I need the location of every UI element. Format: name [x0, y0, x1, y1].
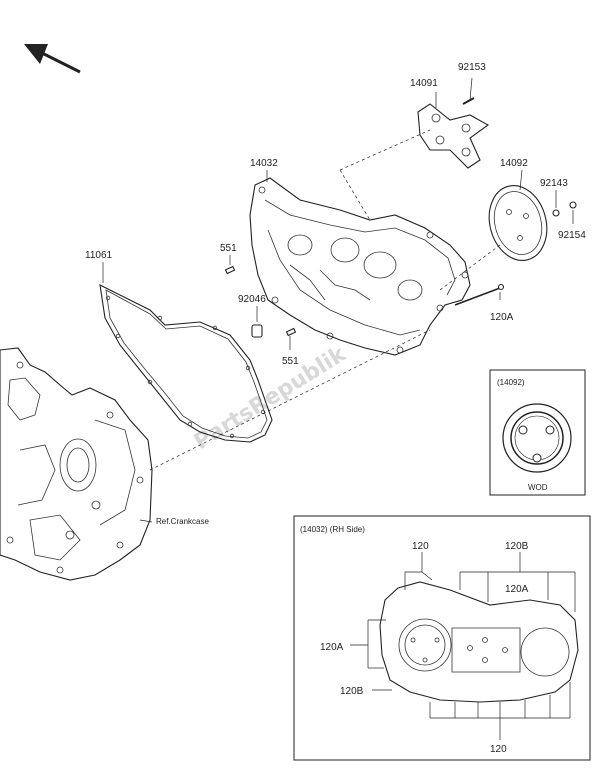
bracket-drawing	[417, 103, 490, 169]
label-120A-main: 120A	[490, 312, 514, 323]
label-92046: 92046	[238, 294, 266, 305]
label-92153: 92153	[458, 62, 486, 73]
watermark: PartsRepublik	[190, 341, 352, 455]
label-ref-crankcase: Ref.Crankcase	[156, 517, 209, 526]
rh-label-120A-left: 120A	[320, 642, 344, 653]
label-551-lower: 551	[282, 356, 299, 367]
label-14032: 14032	[250, 158, 278, 169]
part-labels: 92153 14091 14032 14092 92143 92154 551 …	[85, 62, 586, 526]
leader-lines	[102, 77, 574, 523]
inset-wod-caption: WOD	[528, 483, 548, 492]
small-parts	[224, 97, 577, 338]
cover-drawing	[249, 177, 471, 356]
rh-label-120-bottom: 120	[490, 744, 507, 755]
inset-rh-side: (14032) (RH Side)	[293, 515, 591, 761]
rh-label-120-top: 120	[412, 541, 429, 552]
label-551-upper: 551	[220, 243, 237, 254]
rh-label-120B-top: 120B	[505, 541, 529, 552]
rh-label-120B-left: 120B	[340, 686, 364, 697]
rh-leader-lines	[350, 552, 576, 740]
cap-drawing	[488, 185, 548, 261]
inset-rh-title: (14032) (RH Side)	[300, 525, 365, 534]
rh-label-120A-mid: 120A	[505, 584, 529, 595]
rh-cover-drawing	[379, 581, 579, 703]
label-92143: 92143	[540, 178, 568, 189]
wod-cap-icon	[502, 403, 572, 473]
gasket-drawing	[99, 284, 273, 443]
label-14092: 14092	[500, 158, 528, 169]
label-11061: 11061	[85, 250, 113, 261]
front-arrow-icon	[24, 44, 81, 74]
inset-wod: (14092) WOD	[489, 369, 586, 496]
label-14091: 14091	[410, 78, 438, 89]
label-92154: 92154	[558, 230, 586, 241]
crankcase-drawing	[0, 347, 153, 581]
inset-wod-title: (14092)	[497, 378, 525, 387]
